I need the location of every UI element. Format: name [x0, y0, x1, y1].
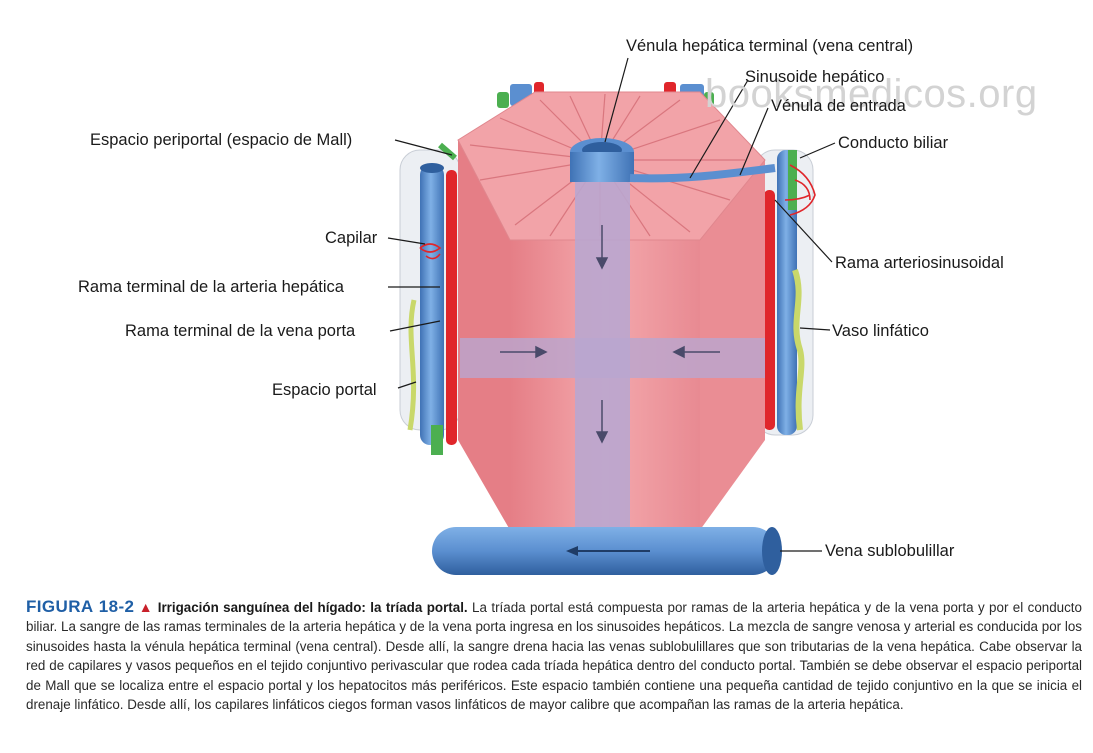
- caption-title: Irrigación sanguínea del hígado: la tría…: [157, 600, 468, 615]
- label-portal-vein-branch: Rama terminal de la vena porta: [125, 322, 356, 340]
- lobule-left-face: [458, 140, 510, 530]
- lymphatic-vessel-right: [792, 269, 805, 431]
- bile-duct-right: [788, 150, 797, 210]
- triangle-marker: ▲: [138, 599, 154, 615]
- hepatic-artery-branch-right: [764, 190, 775, 430]
- label-lymphatic-vessel: Vaso linfático: [832, 322, 929, 340]
- label-sublobular-vein: Vena sublobulillar: [825, 542, 955, 560]
- central-vein-wall: [570, 152, 634, 182]
- label-capillary: Capilar: [325, 229, 378, 247]
- label-inlet-venule: Vénula de entrada: [771, 97, 906, 115]
- lobule-illustration: [387, 57, 836, 575]
- inlet-venule: [629, 164, 776, 183]
- figure-caption: FIGURA 18-2 ▲ Irrigación sanguínea del h…: [26, 597, 1082, 714]
- label-arteriosinusoidal-branch: Rama arteriosinusoidal: [835, 254, 1004, 272]
- sublobular-vein: [432, 527, 782, 575]
- flow-arrows: [500, 225, 720, 444]
- lymphatic-vessel-left: [407, 299, 417, 431]
- sublobular-vein-lumen: [762, 527, 782, 575]
- portal-vein-lumen-left: [420, 163, 444, 173]
- label-hepatic-sinusoid: Sinusoide hepático: [745, 68, 885, 86]
- right-portal-triad: [754, 149, 816, 436]
- capillary-network-left: [419, 243, 442, 260]
- hepatic-artery-branch-left: [446, 170, 457, 445]
- caption-body: La tríada portal está compuesta por rama…: [26, 600, 1082, 713]
- stub-bile-left: [497, 92, 509, 108]
- leader-lines: [387, 57, 836, 552]
- bile-duct-left-bottom: [431, 425, 443, 455]
- label-terminal-hepatic-venule: Vénula hepática terminal (vena central): [626, 37, 914, 55]
- sublobular-flow-arrow: [566, 546, 578, 556]
- hepatic-lobule: [457, 91, 776, 530]
- portal-vein-branch-left: [420, 165, 444, 445]
- portal-vein-branch-right: [777, 150, 797, 435]
- horizontal-sinusoid-channel: [460, 338, 765, 378]
- liver-lobule-diagram: booksmedicos.org Vénula hepática termina…: [78, 37, 1038, 575]
- capillary-network-right: [784, 164, 816, 216]
- figure-number: FIGURA 18-2: [26, 597, 135, 616]
- label-bile-duct: Conducto biliar: [838, 134, 949, 152]
- label-periportal-space: Espacio periportal (espacio de Mall): [90, 131, 353, 149]
- left-portal-triad: [399, 142, 461, 455]
- watermark: booksmedicos.org: [705, 72, 1038, 116]
- bile-duct-left-top: [438, 142, 457, 161]
- label-portal-space: Espacio portal: [272, 381, 377, 399]
- label-hepatic-artery-branch: Rama terminal de la arteria hepática: [78, 278, 344, 296]
